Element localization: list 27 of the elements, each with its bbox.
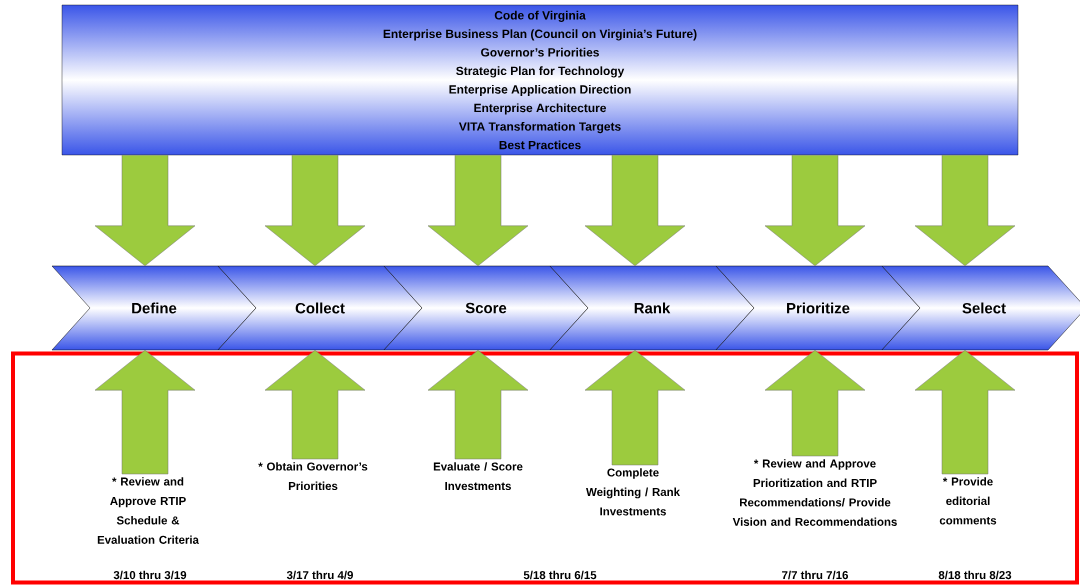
- date-label: 3/17 thru 4/9: [286, 570, 353, 580]
- block-arrow: [764, 154, 866, 267]
- block-arrow: [764, 349, 866, 457]
- step-text: Complete Weighting / Rank Investments: [586, 468, 680, 516]
- step-text: * Obtain Governor’s Priorities: [258, 462, 368, 491]
- step-text: * Provide editorial comments: [939, 477, 997, 525]
- process-step: Define: [51, 265, 257, 351]
- date-label: 8/18 thru 8/23: [938, 570, 1012, 580]
- frame: [11, 351, 1079, 585]
- block-arrow: [94, 154, 196, 267]
- block-arrow: [914, 349, 1016, 475]
- step-text: * Review and Approve Prioritization and RTIP Recommendations/ Provide Vision and Recommendations: [732, 459, 897, 526]
- process-step: Select: [881, 265, 1080, 351]
- block-arrow: [914, 154, 1016, 267]
- block-arrow: [427, 154, 529, 267]
- block-arrow: [584, 349, 686, 466]
- block-arrow: [264, 154, 366, 267]
- step-text: Evaluate / Score Investments: [433, 462, 523, 491]
- block-arrow: [584, 154, 686, 267]
- step-text: * Review and Approve RTIP Schedule & Evaluation Criteria: [97, 477, 199, 544]
- date-label: 5/18 thru 6/15: [523, 570, 597, 580]
- banner-box: Code of Virginia Enterprise Business Plan (Council on Virginia’s Future) Governor’s Priorities Strategic Plan for Technology Enterprise Application Direction Enterprise Architecture VITA Transformation Targets Best Practices: [61, 4, 1019, 156]
- date-label: 7/7 thru 7/16: [782, 570, 848, 580]
- block-arrow: [427, 349, 529, 460]
- date-label: 3/10 thru 3/19: [113, 570, 187, 580]
- block-arrow: [94, 349, 196, 475]
- block-arrow: [264, 349, 366, 460]
